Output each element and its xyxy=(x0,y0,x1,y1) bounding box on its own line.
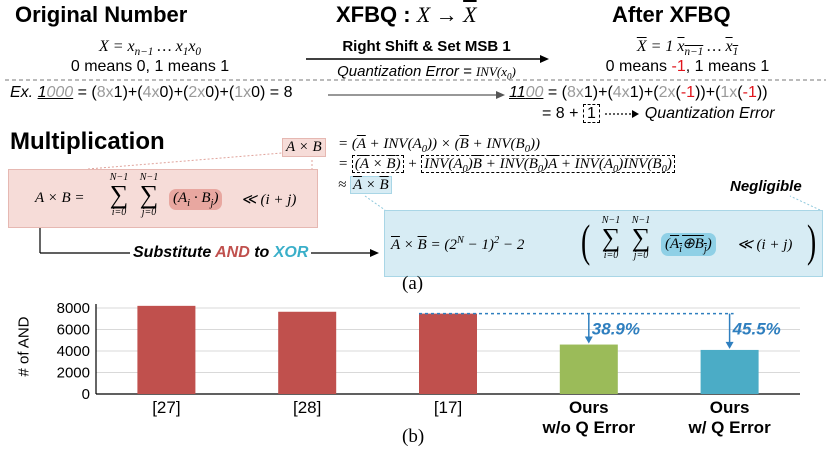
example-label: Ex. xyxy=(10,84,34,101)
blue-sum-j: N−1 ∑ j=0 xyxy=(631,215,651,261)
bar xyxy=(278,311,337,394)
example-left: Ex. 1000 = (8x1)+(4x0)+(2x0)+(1x0) = 8 xyxy=(10,84,292,102)
blue-sum-i: N−1 ∑ i=0 xyxy=(601,215,621,261)
blue-shift: ≪ (i + j) xyxy=(737,237,793,253)
y-tick-label: 4000 xyxy=(57,343,90,360)
header-xfbq: XFBQ : X → X xyxy=(336,2,477,28)
negative-one: -1 xyxy=(671,58,686,76)
pink-lhs: A × B = xyxy=(35,190,85,206)
error-box: 1 xyxy=(582,104,600,123)
example-arrow-icon xyxy=(328,91,505,99)
y-tick-label: 2000 xyxy=(57,365,90,382)
header-xfbq-prefix: XFBQ : xyxy=(336,2,411,27)
bar xyxy=(137,305,196,394)
transform-arrow-icon xyxy=(306,55,549,63)
eq1-lhs: A × B xyxy=(282,138,326,157)
y-tick-label: 6000 xyxy=(57,322,90,339)
pink-shift: ≪ (i + j) xyxy=(241,192,297,208)
quantization-error-label: Quantization Error xyxy=(644,105,775,122)
approx-term-box: (A × B) xyxy=(351,155,404,173)
pink-equation-box: A × B = N−1 ∑ i=0 N−1 ∑ j=0 (Ai · Bj) ≪ … xyxy=(8,169,318,228)
arrow-top-label: Right Shift & Set MSB 1 xyxy=(342,38,511,55)
separator-line xyxy=(5,79,826,81)
caption-a: (a) xyxy=(402,273,424,294)
caption-b: (b) xyxy=(402,426,425,447)
blue-xor-term: (Ai⊕Bj) xyxy=(661,233,716,256)
blue-left-paren: ( xyxy=(581,215,591,266)
eq2: = (A × B) + INV(A0)B + INV(B0)A + INV(A0… xyxy=(338,155,675,175)
chart-annotations: 38.9% 45.5% xyxy=(419,312,781,349)
bar xyxy=(419,313,477,394)
reduction-arrowhead xyxy=(725,341,734,349)
reduction-label: 38.9% xyxy=(592,320,640,339)
eq3: ≈ A × B xyxy=(338,176,392,194)
original-desc: 0 means 0, 1 means 1 xyxy=(70,58,230,76)
reduction-arrowhead xyxy=(584,336,593,344)
reduction-label: 45.5% xyxy=(732,320,781,339)
substitute-label: Substitute AND to XOR xyxy=(130,244,312,262)
after-block: X = 1 xn−1 … x1 0 means -1, 1 means 1 xyxy=(570,38,805,76)
example-right: 1100 = (8x1)+(4x1)+(2x(-1))+(1x(-1)) xyxy=(509,84,768,101)
y-tick-label: 8000 xyxy=(57,300,90,317)
header-xfbq-math: X → X xyxy=(416,2,477,27)
bar xyxy=(700,349,759,394)
negligible-box: INV(A0)B + INV(B0)A + INV(A0)INV(B0) xyxy=(421,155,675,175)
blue-lhs: A × B = (2N − 1)2 − 2 xyxy=(391,235,525,253)
pink-sum-i: N−1 ∑ i=0 xyxy=(109,172,129,218)
chart-bars xyxy=(137,305,759,394)
bar-chart: 0 2000 4000 6000 8000 38.9% 45.5% xyxy=(57,300,800,403)
header-after-xfbq: After XFBQ xyxy=(612,2,731,27)
original-formula: X = xn−1 … x1x0 xyxy=(98,38,202,59)
y-tick-label: 0 xyxy=(82,386,90,403)
multiplication-title: Multiplication xyxy=(10,128,165,155)
example-left-eq: = (8x1)+(4x0)+(2x0)+(1x0) = 8 xyxy=(77,84,293,101)
negligible-label: Negligible xyxy=(730,178,802,195)
blue-equation-box: A × B = (2N − 1)2 − 2 ( N−1 ∑ i=0 N−1 ∑ … xyxy=(384,210,823,277)
eq1-rhs: = (A + INV(A0)) × (B + INV(B0)) xyxy=(338,136,540,155)
original-block: X = xn−1 … x1x0 0 means 0, 1 means 1 xyxy=(30,38,270,76)
pink-and-term: (Ai · Bj) xyxy=(169,189,223,210)
arrow-bottom-label: Quantization Error = INV(x0) xyxy=(337,63,516,82)
after-desc: 0 means -1, 1 means 1 xyxy=(605,58,770,76)
example-second-line: = 8 + 1 Quantization Error xyxy=(542,104,775,123)
example-right-number: 1100 xyxy=(509,84,544,101)
blue-right-paren: ) xyxy=(807,215,817,266)
x-tick-label: [17] xyxy=(433,398,463,417)
transform-arrow-block: Right Shift & Set MSB 1 Quantization Err… xyxy=(304,38,549,82)
example-left-number: 1000 xyxy=(37,84,74,101)
bar xyxy=(559,344,618,394)
dotted-arrow-icon xyxy=(605,109,640,118)
header-original-number: Original Number xyxy=(15,2,188,27)
x-tick-label: [28] xyxy=(293,398,322,417)
after-formula: X = 1 xn−1 … x1 xyxy=(636,38,739,59)
pink-sum-j: N−1 ∑ j=0 xyxy=(139,172,159,218)
x-tick-label: [27] xyxy=(152,398,181,417)
